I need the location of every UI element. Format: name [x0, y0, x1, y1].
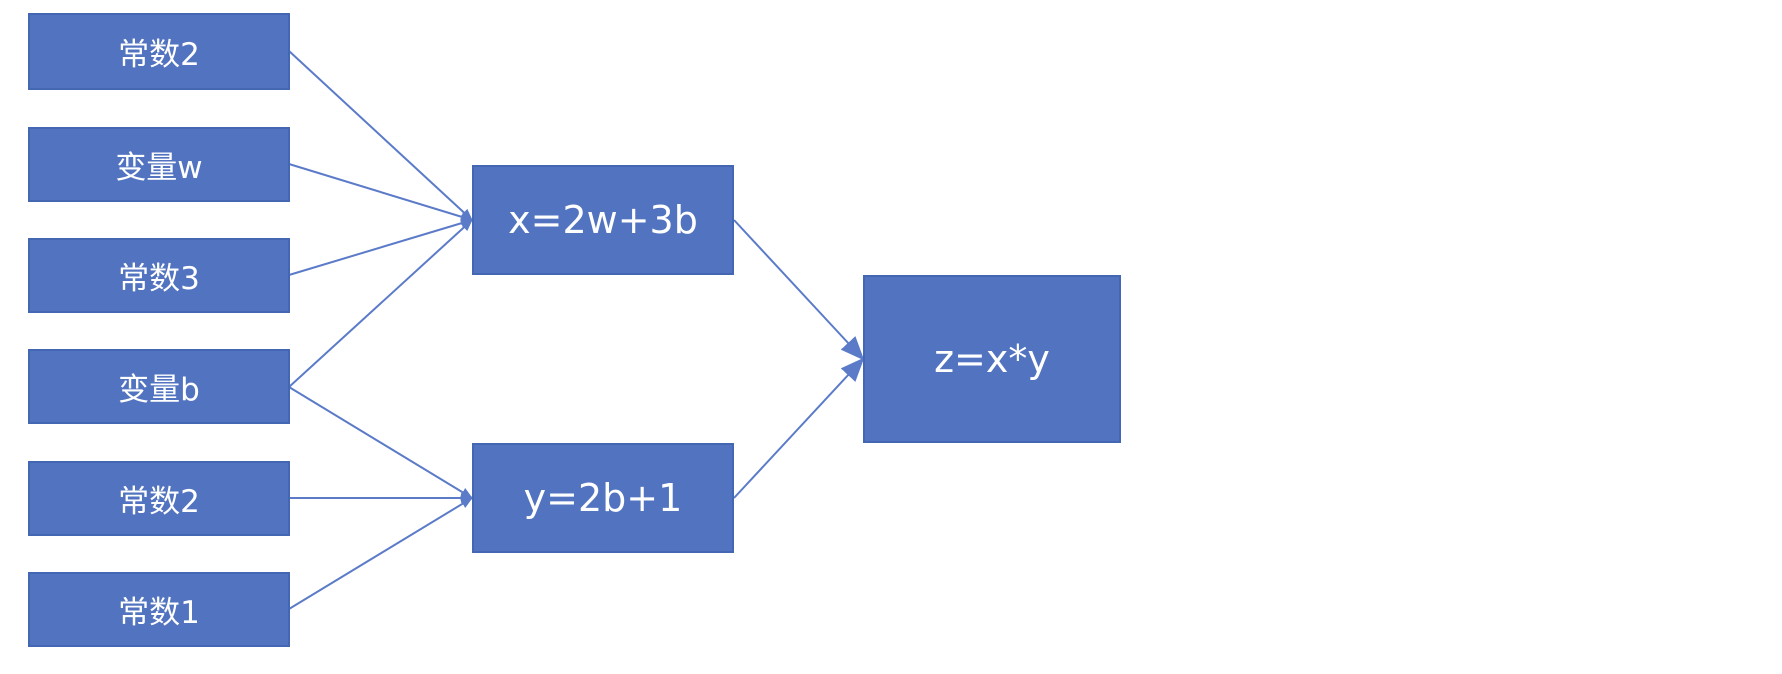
- output-node-z: z=x*y: [863, 275, 1121, 443]
- node-label: y=2b+1: [523, 476, 683, 520]
- edge-arrow-in6-to-op_y: [288, 497, 473, 610]
- node-label: 常数3: [118, 261, 200, 297]
- input-node-constant-2-top: 常数2: [28, 13, 290, 90]
- edge-arrow-in2-to-op_x: [288, 163, 473, 222]
- edge-arrow-op_y-to-op_z: [733, 357, 865, 499]
- node-label: 变量b: [118, 372, 200, 408]
- node-label: 常数2: [118, 484, 200, 520]
- edge-arrow-in4-to-op_x: [288, 219, 473, 388]
- edge-arrow-in3-to-op_x: [288, 218, 473, 276]
- node-label: z=x*y: [934, 337, 1050, 381]
- node-label: 常数2: [118, 37, 200, 73]
- input-node-constant-1: 常数1: [28, 572, 290, 647]
- node-label: 常数1: [118, 595, 200, 631]
- operation-node-y: y=2b+1: [472, 443, 734, 553]
- input-node-variable-b: 变量b: [28, 349, 290, 424]
- node-label: 变量w: [115, 150, 203, 186]
- input-node-constant-2-bottom: 常数2: [28, 461, 290, 536]
- edge-arrow-op_x-to-op_z: [733, 219, 865, 361]
- input-node-variable-w: 变量w: [28, 127, 290, 202]
- node-label: x=2w+3b: [508, 198, 698, 242]
- operation-node-x: x=2w+3b: [472, 165, 734, 275]
- edge-arrow-in1-to-op_x: [288, 50, 473, 221]
- input-node-constant-3: 常数3: [28, 238, 290, 313]
- edge-arrow-in4-to-op_y: [288, 386, 473, 499]
